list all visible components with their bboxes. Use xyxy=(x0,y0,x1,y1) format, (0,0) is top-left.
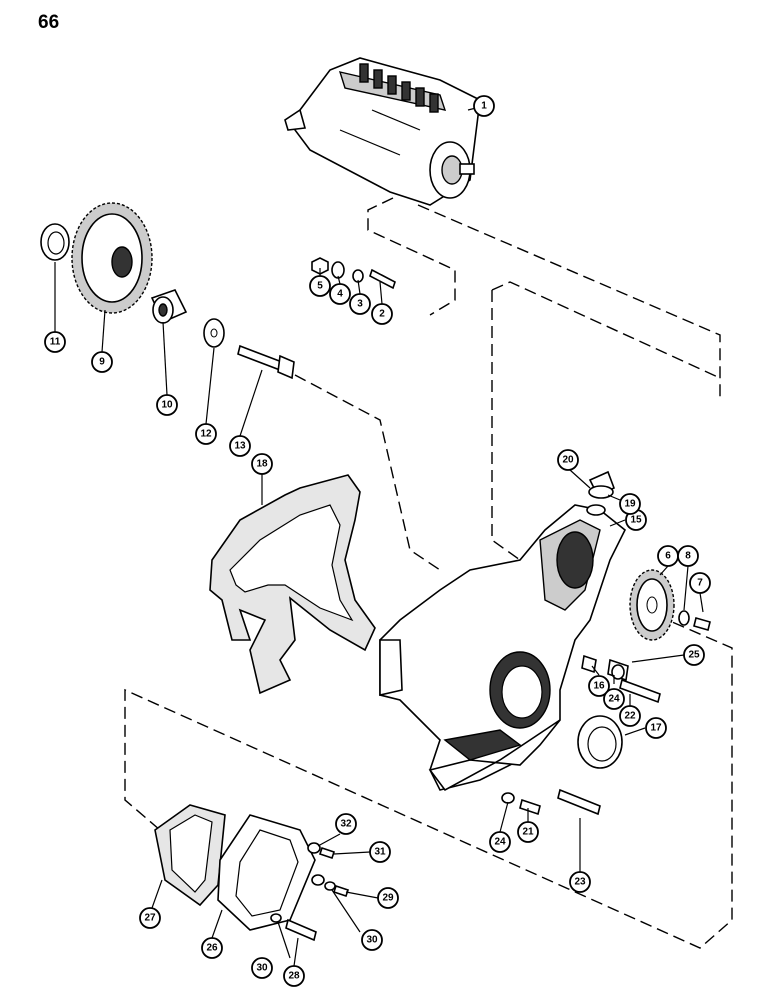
callout-31: 31 xyxy=(369,841,391,863)
callout-7: 7 xyxy=(689,572,711,594)
callout-label: 24 xyxy=(494,837,506,848)
dowels-bolts xyxy=(581,654,661,704)
callout-label: 2 xyxy=(379,309,385,320)
idler-bolt xyxy=(237,344,295,380)
callout-19: 19 xyxy=(619,493,641,515)
callout-26: 26 xyxy=(201,937,223,959)
callout-2: 2 xyxy=(371,303,393,325)
callout-23: 23 xyxy=(569,871,591,893)
callout-13: 13 xyxy=(229,435,251,457)
callout-12: 12 xyxy=(195,423,217,445)
callout-28: 28 xyxy=(283,965,305,987)
callout-17: 17 xyxy=(645,717,667,739)
callout-label: 31 xyxy=(374,847,386,858)
callout-label: 7 xyxy=(697,578,703,589)
callout-24-lower: 24 xyxy=(489,831,511,853)
callout-label: 28 xyxy=(288,971,300,982)
callout-label: 5 xyxy=(317,281,323,292)
gasket xyxy=(209,474,376,695)
pump-drive-gear xyxy=(629,569,675,641)
callout-label: 23 xyxy=(574,877,586,888)
thrust-washer xyxy=(40,223,70,261)
callout-label: 19 xyxy=(624,499,636,510)
callout-8: 8 xyxy=(677,545,699,567)
callout-label: 15 xyxy=(630,515,642,526)
callout-25: 25 xyxy=(683,644,705,666)
callout-22: 22 xyxy=(619,705,641,727)
callout-label: 26 xyxy=(206,943,218,954)
plug-and-gasket xyxy=(586,470,616,516)
callout-label: 25 xyxy=(688,650,700,661)
timing-gear-housing xyxy=(379,504,627,792)
callout-label: 18 xyxy=(256,459,268,470)
callout-label: 32 xyxy=(340,819,352,830)
access-cover xyxy=(217,814,316,931)
callout-label: 16 xyxy=(593,681,605,692)
dashed-connection-lines xyxy=(124,197,733,949)
callout-label: 17 xyxy=(650,723,662,734)
callout-30-right: 30 xyxy=(361,929,383,951)
callout-27: 27 xyxy=(139,907,161,929)
callout-3: 3 xyxy=(349,293,371,315)
callout-label: 10 xyxy=(161,400,173,411)
injection-pump xyxy=(284,57,481,206)
callout-20: 20 xyxy=(557,449,579,471)
bushing xyxy=(150,289,188,324)
callout-label: 3 xyxy=(357,299,363,310)
oil-seal xyxy=(577,715,623,769)
callout-label: 6 xyxy=(665,551,671,562)
callout-label: 30 xyxy=(366,935,378,946)
callout-label: 21 xyxy=(522,827,534,838)
cover-fasteners xyxy=(270,842,350,942)
callout-10: 10 xyxy=(156,394,178,416)
callout-1: 1 xyxy=(473,95,495,117)
callout-label: 24 xyxy=(608,694,620,705)
callout-29: 29 xyxy=(377,887,399,909)
callout-30-left: 30 xyxy=(251,957,273,979)
page-number: 66 xyxy=(38,12,60,33)
callout-label: 9 xyxy=(99,357,105,368)
cover-gasket xyxy=(154,804,226,907)
callout-21: 21 xyxy=(517,821,539,843)
callout-24-upper: 24 xyxy=(603,688,625,710)
callout-label: 13 xyxy=(234,441,246,452)
callout-label: 11 xyxy=(50,337,61,348)
callout-16: 16 xyxy=(588,675,610,697)
leader-lines xyxy=(54,105,704,967)
gear-bolt-lockwasher xyxy=(678,610,711,631)
callout-4: 4 xyxy=(329,283,351,305)
idler-gear xyxy=(71,202,153,314)
callout-label: 8 xyxy=(685,551,691,562)
callout-label: 30 xyxy=(256,963,268,974)
callout-32: 32 xyxy=(335,813,357,835)
callout-label: 27 xyxy=(144,913,156,924)
callout-label: 1 xyxy=(481,101,487,112)
housing-bolts xyxy=(501,788,601,816)
callout-label: 29 xyxy=(382,893,394,904)
callout-label: 20 xyxy=(562,455,574,466)
callout-label: 22 xyxy=(624,711,636,722)
callout-6: 6 xyxy=(657,545,679,567)
callout-18: 18 xyxy=(251,453,273,475)
callout-9: 9 xyxy=(91,351,113,373)
callout-label: 12 xyxy=(200,429,212,440)
callout-label: 4 xyxy=(337,289,343,300)
callout-11: 11 xyxy=(44,331,66,353)
washer xyxy=(203,318,225,348)
callout-5: 5 xyxy=(309,275,331,297)
